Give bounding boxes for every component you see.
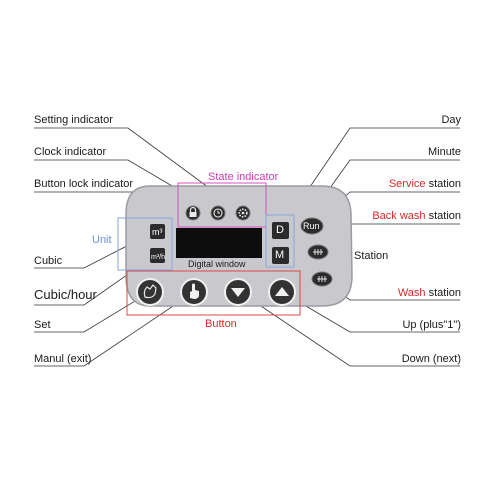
backwash-station-suffix: station — [425, 210, 461, 222]
service-station-suffix: station — [425, 178, 461, 190]
clock-icon — [210, 205, 226, 221]
state-indicator-box — [177, 182, 267, 228]
wash-icon — [311, 271, 333, 287]
hand-manual-icon — [190, 283, 199, 299]
hand-set-icon — [143, 284, 157, 299]
station-label: Station — [354, 250, 389, 262]
state-indicator-title: State indicator — [208, 171, 279, 183]
down-next-label: Down (next) — [401, 353, 461, 365]
digital-window-label: Digital window — [188, 259, 246, 269]
manual-exit-label: Manul (exit) — [34, 353, 92, 365]
backwash-icon — [307, 244, 329, 260]
unit-m3-text: m³ — [152, 227, 163, 237]
up-button[interactable] — [268, 278, 296, 306]
set-button[interactable] — [136, 278, 164, 306]
unit-m3h-text: m³/h — [151, 254, 165, 261]
wash-station-suffix: station — [425, 287, 461, 299]
backwash-word: Back wash — [372, 210, 426, 222]
up-plus-one-label: Up (plus"1") — [402, 319, 461, 331]
leader-setting-indicator — [34, 127, 244, 214]
wash-station-label: Wash station — [398, 287, 461, 300]
down-button[interactable] — [224, 278, 252, 306]
lock-icon — [185, 205, 201, 221]
down-arrow-icon — [231, 288, 245, 297]
unit-m3-key — [150, 224, 165, 239]
manual-exit-button[interactable] — [180, 278, 208, 306]
day-key-text: D — [276, 224, 284, 236]
up-arrow-icon — [275, 287, 289, 296]
day-key — [272, 222, 289, 239]
cubic-label: Cubic — [34, 255, 63, 267]
minute-key-text: M — [275, 249, 285, 261]
digital-window — [176, 228, 262, 258]
unit-m3h-key — [150, 248, 165, 263]
button-title: Button — [205, 318, 237, 330]
service-word: Service — [388, 178, 426, 190]
run-indicator — [300, 217, 324, 235]
set-label: Set — [34, 319, 51, 331]
leader-down — [239, 291, 460, 367]
cubic-hour-label: Cubic/hour — [34, 287, 97, 302]
minute-label: Minute — [427, 146, 461, 158]
leader-manual — [34, 291, 195, 367]
backwash-station-label: Back wash station — [372, 210, 461, 223]
service-station-label: Service station — [389, 178, 461, 191]
button-box — [126, 270, 301, 316]
run-key-text: Run — [303, 221, 320, 231]
wash-word: Wash — [397, 287, 426, 299]
dm-box — [265, 214, 295, 268]
setting-icon — [235, 205, 251, 221]
day-label: Day — [441, 114, 461, 126]
setting-indicator-label: Setting indicator — [34, 114, 113, 126]
clock-indicator-label: Clock indicator — [34, 146, 107, 158]
unit-box — [117, 217, 173, 271]
leader-set — [34, 291, 151, 333]
button-lock-indicator-label: Button lock indicator — [34, 178, 134, 190]
unit-title: Unit — [92, 234, 112, 246]
minute-key — [272, 247, 289, 264]
